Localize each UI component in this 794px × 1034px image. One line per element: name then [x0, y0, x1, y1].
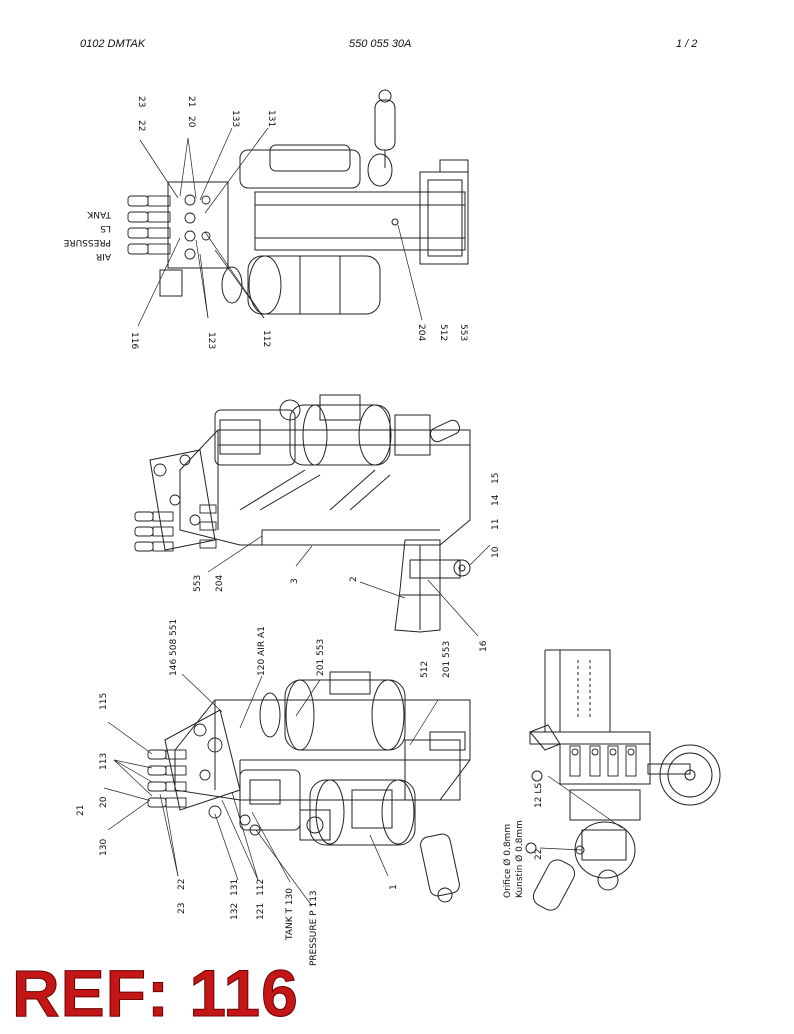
callout-label: 22 [136, 120, 146, 131]
callout-label: 21 [76, 805, 86, 816]
callout-label: 146 508 551 [169, 619, 179, 676]
callout-label: 116 [129, 332, 139, 349]
middle-view-unit [134, 394, 491, 637]
callout-label: 20 [186, 116, 196, 128]
callout-label: 553 [193, 575, 203, 592]
orifice-note: Orifice Ø 0.8mm [502, 824, 513, 898]
callout-label: 201 553 [316, 639, 326, 676]
callout-label: 121 [256, 903, 266, 920]
hose-label-ls: LS [100, 223, 111, 233]
callout-label: 14 [491, 494, 501, 506]
callout-label: 115 [99, 693, 109, 710]
pressure-label: PRESSURE P 113 [309, 890, 319, 966]
bottom-view-unit [103, 671, 471, 907]
callout-label: 132 [230, 903, 240, 920]
callout-label: 2 [349, 576, 359, 582]
kunstin-note: Kunstin Ø 0.8mm [514, 820, 525, 898]
callout-label: 112 [256, 879, 266, 896]
hose-label-pressure: PRESSURE [63, 237, 111, 247]
tank-label: TANK T 130 [285, 888, 295, 941]
callout-label: 23 [177, 903, 187, 914]
callout-label: 22 [534, 849, 544, 860]
callout-label: 22 [177, 879, 187, 890]
callout-label: 553 [458, 324, 468, 341]
callout-label: 21 [186, 96, 196, 107]
hose-label-tank: TANK [86, 209, 112, 219]
callout-label: 131 [266, 110, 276, 127]
callout-label: 512 [420, 661, 430, 678]
callout-label: 15 [491, 473, 501, 484]
callout-label: 133 [230, 110, 240, 127]
callout-label: 130 [99, 839, 109, 856]
callout-label: 123 [206, 332, 216, 349]
callout-label: 204 [416, 324, 426, 341]
top-view-unit [127, 89, 469, 327]
callout-label: 201 553 [442, 641, 452, 678]
callout-label: 131 [230, 879, 240, 896]
callout-label: 512 [438, 324, 448, 341]
callout-label: 3 [290, 578, 300, 584]
side-view-unit [525, 649, 721, 911]
callout-label: 120 AIR A1 [257, 626, 267, 676]
header-right: 1 / 2 [676, 38, 698, 50]
callout-label: 12 LS [534, 783, 544, 808]
callout-label: 11 [491, 519, 501, 530]
header-center: 550 055 30A [349, 38, 412, 50]
callout-label: 20 [99, 796, 109, 808]
callout-label: 16 [479, 640, 489, 652]
callout-label: 10 [491, 546, 501, 558]
callout-label: 1 [389, 884, 399, 890]
callout-label: 113 [99, 753, 109, 770]
callout-label: 204 [215, 575, 225, 592]
ref-stamp: REF: 116 [12, 956, 299, 1030]
callout-label: 112 [261, 330, 271, 347]
callout-label: 23 [136, 96, 146, 107]
hose-label-air: AIR [96, 251, 111, 261]
header-left: 0102 DMTAK [80, 38, 146, 50]
